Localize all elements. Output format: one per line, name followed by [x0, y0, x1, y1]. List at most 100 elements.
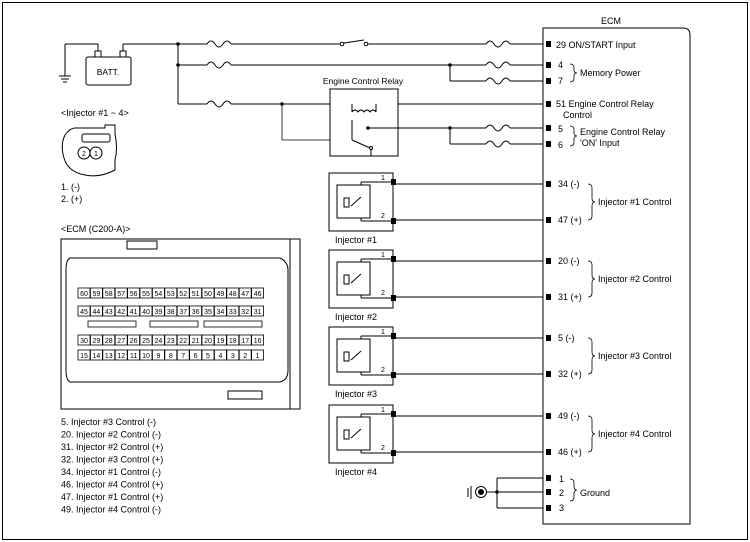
ground-label: Ground: [580, 488, 610, 498]
ecm-pin-number: 10: [142, 353, 150, 360]
ecm-pin-cell: [77, 334, 91, 346]
ecm-pin-cell: [114, 287, 128, 299]
ecm-box: ECM: [542, 16, 691, 525]
injector-pin-1: 1: [381, 329, 385, 336]
ecm-pin-number: 16: [254, 338, 262, 345]
ecm-pin-cell: [151, 349, 165, 361]
ecm-pin-number: 41: [130, 309, 138, 316]
ecm-pin-number: 12: [117, 353, 125, 360]
fuse-icon: [206, 61, 232, 69]
ecm-injector-neg-pin: 20 (-): [558, 256, 580, 266]
ecm-pin-number: 8: [169, 353, 173, 360]
ecm-injector-pos-pin: 32 (+): [558, 369, 582, 379]
ecm-pin-number: 21: [192, 338, 200, 345]
ecm-pin-number: 53: [167, 291, 175, 298]
ecm-pin-number: 2: [243, 353, 247, 360]
ecm-pin-cell: [114, 305, 128, 317]
ecm-pin-number: 59: [93, 291, 101, 298]
ecm-pin-number: 58: [105, 291, 113, 298]
ecm-pin-number: 28: [105, 338, 113, 345]
ignition-switch-icon: [339, 41, 345, 47]
ecr-on-line2: 'ON' Input: [580, 138, 620, 148]
ecm-pin-number: 46: [254, 291, 262, 298]
ecm-pin-number: 40: [142, 309, 150, 316]
engine-control-relay: Engine Control Relay: [323, 76, 543, 157]
ecm-pin-cell: [176, 305, 190, 317]
ecm-pin-number: 35: [204, 309, 212, 316]
ecm-pin-number: 7: [181, 353, 185, 360]
fuse-icon: [485, 140, 511, 148]
injector-pin-2: 2: [381, 367, 385, 374]
ground: 1 2 3 Ground: [467, 474, 610, 513]
ecm-pin-cell: [213, 287, 227, 299]
ecm-pin-number: 32: [241, 309, 249, 316]
injector-control-label: Injector #1 Control: [598, 197, 672, 207]
brace-icon: [587, 183, 596, 221]
brace-icon: [569, 478, 578, 502]
fuse-icon: [485, 61, 511, 69]
fuse-icon: [485, 40, 511, 48]
ecm-connector-title: <ECM (C200-A)>: [61, 224, 131, 234]
solenoid-icon: [343, 429, 350, 440]
battery: BATT.: [59, 43, 178, 86]
ecm-pin-number: 14: [93, 353, 101, 360]
ecm-pin-number: 13: [105, 353, 113, 360]
ecm-pin-cell: [77, 349, 91, 361]
injector-connector-pin-2: 2: [82, 151, 86, 158]
power-bus: [176, 39, 543, 141]
ecm-pin-number: 27: [117, 338, 125, 345]
ecm-injector-pos-pin: 46 (+): [558, 447, 582, 457]
injector-connector: <Injector #1 ~ 4> 2 1 1. (-) 2. (+): [61, 108, 129, 204]
injector-name: Injector #1: [335, 235, 377, 245]
injector-legend-2: 2. (+): [61, 194, 82, 204]
ecm-pin-51: 51 Engine Control Relay: [556, 99, 654, 109]
ecm-pin-number: 51: [192, 291, 200, 298]
ecm-pin-cell: [238, 287, 252, 299]
ecm-pin-number: 18: [229, 338, 237, 345]
ecm-pin-number: 33: [229, 309, 237, 316]
solenoid-icon: [343, 274, 350, 285]
ecm-pin-cell: [90, 287, 103, 299]
injector-control-label: Injector #3 Control: [598, 351, 672, 361]
ecm-pin-number: 1: [256, 353, 260, 360]
ecm-pin-number: 19: [217, 338, 225, 345]
ecm-pin-number: 31: [254, 309, 262, 316]
ecm-pin-29: 29 ON/START Input: [556, 40, 636, 50]
solenoid-icon: [343, 351, 350, 362]
ecm-pin-cell: [114, 334, 128, 346]
ecm-pin-number: 5: [206, 353, 210, 360]
ecm-pin-number: 25: [142, 338, 150, 345]
injector-pin-1: 1: [381, 252, 385, 259]
ecm-pin-number: 30: [80, 338, 88, 345]
ecm-legend-item: 5. Injector #3 Control (-): [61, 417, 156, 427]
ecm-legend-item: 34. Injector #1 Control (-): [61, 467, 161, 477]
ecm-pin-number: 56: [130, 291, 138, 298]
ecm-pin-cell: [176, 349, 190, 361]
ecm-pin-6: 6: [558, 140, 563, 150]
ecm-pin-cell: [77, 287, 91, 299]
ecm-pin-number: 37: [179, 309, 187, 316]
injector-connector-title: <Injector #1 ~ 4>: [61, 108, 129, 118]
injector-name: Injector #4: [335, 467, 377, 477]
injector-name: Injector #3: [335, 389, 377, 399]
injector-connector-pin-1: 1: [94, 151, 98, 158]
ecm-pin-cell: [213, 349, 227, 361]
ecm-pin-cell: [238, 334, 252, 346]
injector-control-label: Injector #2 Control: [598, 274, 672, 284]
ecm-pin-number: 43: [105, 309, 113, 316]
ecm-pin-number: 4: [218, 353, 222, 360]
ecm-legend-item: 47. Injector #1 Control (+): [61, 492, 163, 502]
ecm-injector-pos-pin: 47 (+): [558, 215, 582, 225]
connector-key: [203, 320, 263, 328]
ecm-pin-cell: [90, 349, 103, 361]
ecm-pin-cell: [151, 305, 165, 317]
memory-power-label: Memory Power: [580, 68, 641, 78]
ecm-pin-cell: [251, 305, 265, 317]
ecm-pin-number: 54: [155, 291, 163, 298]
ecm-pin-number: 50: [204, 291, 212, 298]
fuse-icon: [485, 77, 511, 85]
